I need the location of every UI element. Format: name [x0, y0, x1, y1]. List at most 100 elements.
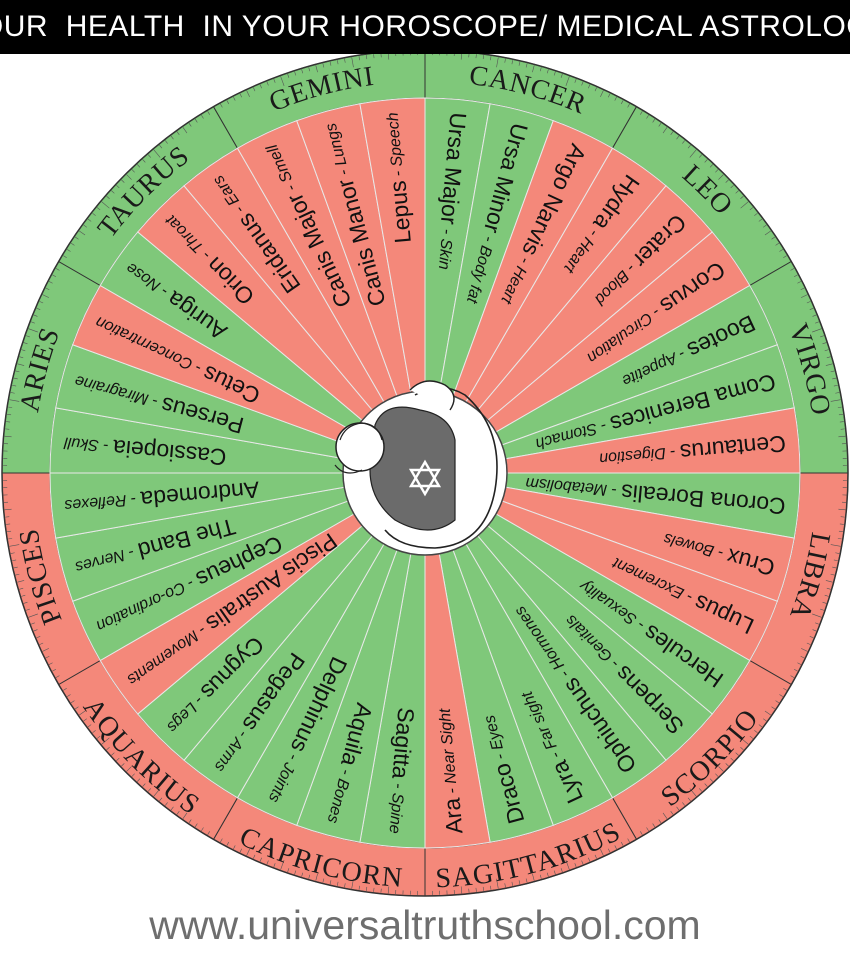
- degree-tick: [518, 61, 521, 66]
- degree-tick: [627, 838, 630, 843]
- degree-tick: [620, 841, 624, 846]
- degree-tick: [646, 114, 649, 119]
- constellation-label-lepus: Lepus - Speech: [385, 112, 416, 245]
- degree-tick: [676, 135, 680, 140]
- degree-tick: [322, 878, 325, 883]
- degree-tick: [266, 860, 269, 865]
- degree-tick: [588, 84, 591, 89]
- degree-tick: [740, 747, 744, 751]
- degree-tick: [793, 274, 798, 278]
- degree-tick: [730, 757, 734, 762]
- degree-tick: [79, 710, 86, 716]
- degree-tick: [176, 131, 180, 136]
- curled-human-figure: [334, 380, 508, 556]
- degree-tick: [329, 61, 332, 66]
- degree-tick: [504, 883, 506, 888]
- degree-tick: [39, 301, 44, 304]
- degree-tick: [25, 608, 30, 611]
- star-of-david-icon: [408, 459, 442, 497]
- degree-tick: [220, 838, 223, 843]
- degree-tick: [126, 174, 132, 180]
- degree-tick: [822, 342, 827, 345]
- degree-tick: [762, 718, 767, 722]
- degree-tick: [815, 622, 820, 625]
- degree-tick: [36, 307, 41, 310]
- degree-tick: [12, 384, 17, 387]
- degree-tick: [21, 594, 26, 597]
- degree-tick: [170, 806, 174, 811]
- degree-tick: [754, 212, 758, 216]
- degree-tick: [266, 81, 269, 86]
- degree-tick: [23, 342, 28, 345]
- degree-tick: [63, 255, 67, 258]
- degree-tick: [83, 718, 88, 722]
- degree-tick: [825, 580, 833, 583]
- degree-tick: [315, 65, 318, 73]
- degree-tick: [358, 885, 360, 890]
- degree-tick: [658, 122, 662, 127]
- degree-tick: [670, 131, 674, 136]
- degree-tick: [496, 57, 499, 68]
- degree-tick: [614, 96, 617, 101]
- degree-tick: [8, 406, 13, 408]
- degree-tick: [96, 207, 101, 211]
- degree-tick: [779, 694, 784, 697]
- degree-tick: [201, 114, 204, 119]
- degree-tick: [830, 544, 841, 547]
- constellation-name: Lepus: [385, 180, 416, 245]
- degree-tick: [482, 55, 485, 60]
- degree-tick: [87, 218, 92, 222]
- degree-tick: [147, 154, 151, 158]
- degree-tick: [10, 392, 15, 394]
- degree-tick: [48, 281, 53, 284]
- degree-tick: [142, 159, 146, 163]
- zodiac-sign-ring: [1, 54, 849, 897]
- degree-tick: [287, 73, 290, 78]
- degree-tick: [351, 878, 354, 889]
- degree-tick: [182, 127, 188, 134]
- degree-tick: [246, 90, 250, 98]
- degree-tick: [574, 78, 577, 83]
- degree-tick: [52, 274, 57, 278]
- degree-tick: [835, 552, 840, 554]
- degree-tick: [588, 857, 591, 862]
- degree-tick: [838, 530, 843, 533]
- degree-tick: [553, 71, 556, 76]
- degree-tick: [614, 845, 617, 850]
- degree-tick: [718, 766, 724, 772]
- degree-tick: [106, 195, 110, 199]
- body-part: - Spine: [385, 778, 407, 835]
- degree-tick: [830, 370, 835, 373]
- degree-tick: [532, 873, 535, 881]
- degree-tick: [30, 622, 35, 625]
- degree-tick: [226, 100, 230, 105]
- degree-tick: [294, 870, 297, 875]
- degree-tick: [830, 573, 835, 576]
- degree-tick: [336, 881, 339, 886]
- degree-tick: [725, 763, 729, 767]
- degree-tick: [771, 236, 776, 240]
- degree-tick: [824, 594, 829, 597]
- degree-tick: [259, 857, 262, 862]
- degree-tick: [725, 179, 729, 183]
- degree-tick: [715, 773, 719, 777]
- degree-tick: [594, 87, 597, 92]
- degree-tick: [790, 675, 795, 678]
- degree-tick: [689, 149, 697, 158]
- degree-tick: [797, 662, 802, 665]
- degree-tick: [682, 802, 686, 806]
- degree-tick: [233, 96, 236, 101]
- degree-tick: [207, 111, 210, 115]
- degree-tick: [121, 179, 125, 183]
- degree-tick: [682, 140, 686, 144]
- degree-tick: [800, 294, 808, 298]
- degree-tick: [793, 668, 798, 672]
- degree-tick: [39, 642, 44, 645]
- degree-tick: [164, 802, 168, 806]
- degree-tick: [815, 321, 820, 324]
- degree-tick: [833, 559, 838, 562]
- degree-tick: [553, 870, 556, 875]
- constellation-label-sagitta: Sagitta - Spine: [385, 706, 419, 835]
- page-title: YOUR HEALTH IN YOUR HOROSCOPE/ MEDICAL A…: [0, 0, 850, 54]
- degree-tick: [735, 190, 739, 194]
